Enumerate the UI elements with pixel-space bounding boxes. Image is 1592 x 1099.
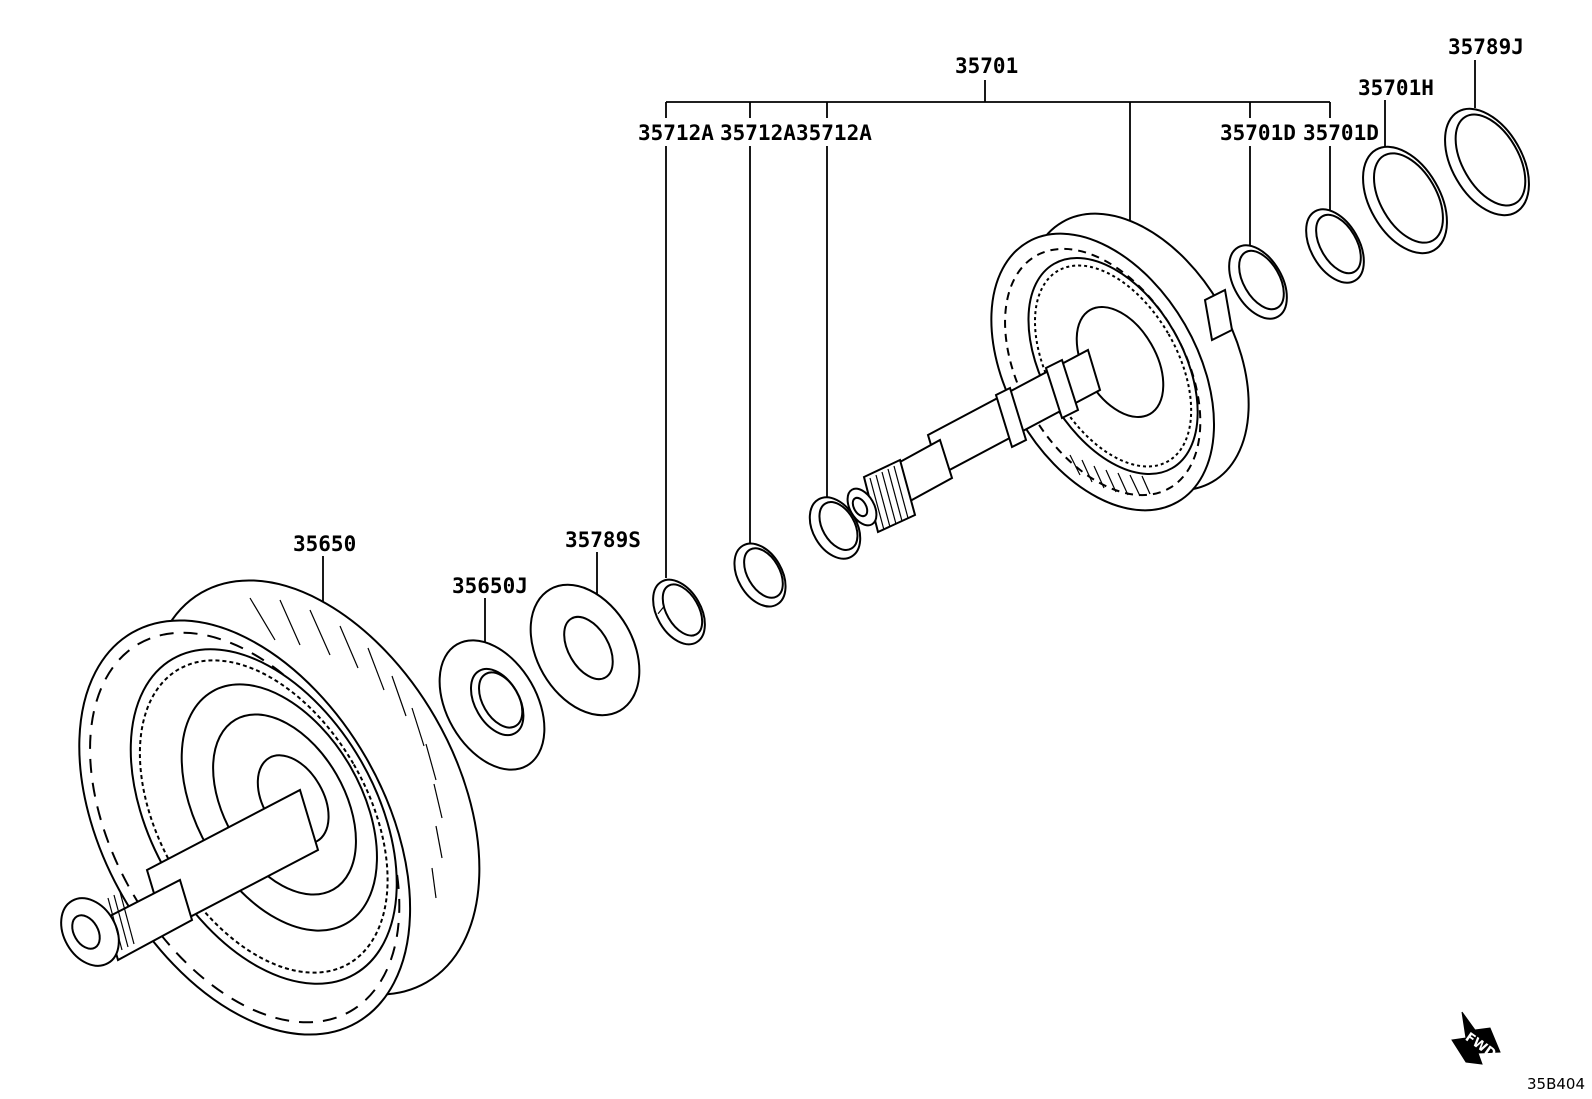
washer-35789S bbox=[529, 583, 641, 717]
fwd-arrow-icon: FWD bbox=[1451, 1011, 1501, 1065]
ring-35712A-3 bbox=[808, 496, 862, 560]
washer-35701H bbox=[1362, 145, 1448, 255]
label-35650: 35650 bbox=[293, 532, 356, 556]
diagram-code: 35B404 bbox=[1527, 1075, 1585, 1093]
ring-35701D-2 bbox=[1305, 208, 1365, 284]
label-35701D-2: 35701D bbox=[1303, 121, 1379, 145]
label-35701H: 35701H bbox=[1358, 76, 1434, 100]
label-35712A-3: 35712A bbox=[796, 121, 872, 145]
clutch-drum-shaft-35650 bbox=[60, 579, 481, 1036]
ring-gear-shaft-35701 bbox=[846, 212, 1250, 534]
label-35701D-1: 35701D bbox=[1220, 121, 1296, 145]
label-35712A-2: 35712A bbox=[720, 121, 796, 145]
label-35701: 35701 bbox=[955, 54, 1018, 78]
label-35789S: 35789S bbox=[565, 528, 641, 552]
label-35712A-1: 35712A bbox=[638, 121, 714, 145]
label-35650J: 35650J bbox=[452, 574, 528, 598]
washer-35650J bbox=[438, 639, 546, 771]
ring-35712A-2 bbox=[733, 542, 787, 608]
ring-35701D-1 bbox=[1228, 244, 1288, 320]
leader-lines bbox=[322, 60, 1476, 643]
washer-35789J bbox=[1444, 107, 1530, 217]
label-35789J: 35789J bbox=[1448, 35, 1524, 59]
ring-35712A-1 bbox=[652, 578, 706, 646]
